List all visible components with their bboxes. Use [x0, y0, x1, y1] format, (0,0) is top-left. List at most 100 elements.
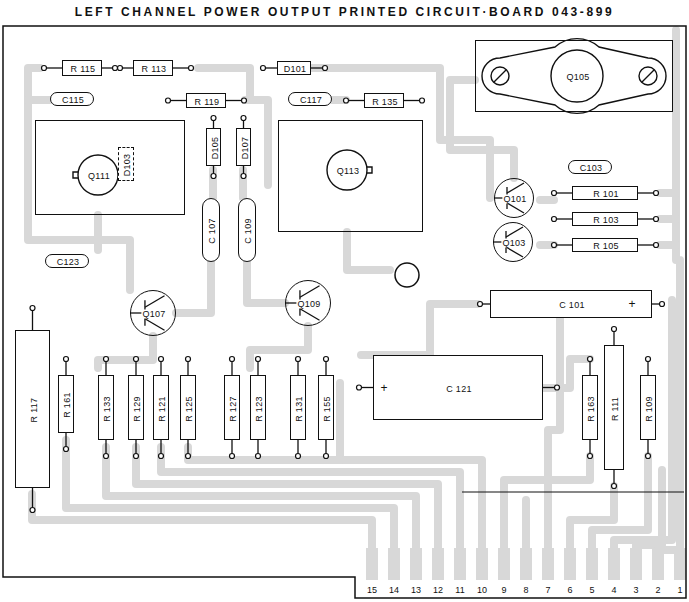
part-label: R 113	[141, 65, 168, 74]
component-body: C 121	[373, 355, 543, 420]
part-label: R 125	[185, 395, 194, 423]
solder-pad	[186, 357, 191, 362]
transistor-symbol	[145, 296, 165, 308]
component-body: R 101	[572, 186, 638, 200]
pin-number: 6	[566, 586, 573, 595]
capacitor-oval: C 107	[202, 198, 220, 262]
solder-pad	[324, 454, 329, 459]
board-outline	[3, 26, 686, 598]
component-body: R 125	[180, 375, 196, 440]
part-label: R 117	[29, 397, 38, 424]
part-label: R 109	[645, 395, 654, 423]
component-body: R 117	[15, 330, 50, 488]
solder-pad	[64, 357, 69, 362]
part-label: C123	[56, 258, 81, 267]
part-label: R 121	[158, 395, 167, 423]
solder-pad	[42, 66, 47, 71]
component-body: R 155	[318, 375, 334, 440]
transistor-symbol	[507, 203, 524, 213]
solder-pad	[230, 357, 235, 362]
solder-pad	[241, 174, 246, 179]
solder-pad	[296, 454, 301, 459]
solder-pad	[166, 98, 171, 103]
solder-pad	[357, 385, 362, 390]
solder-pad	[189, 66, 194, 71]
lead-wires	[33, 68, 663, 510]
pin-number: 1	[676, 586, 683, 595]
pin-number: 3	[632, 586, 639, 595]
pin-number: 7	[544, 586, 551, 595]
part-label: Q107	[141, 310, 166, 319]
heatsink-outline: Q113	[278, 120, 423, 232]
solder-pad	[552, 217, 557, 222]
part-label: C103	[579, 164, 604, 173]
pin-number: 12	[432, 586, 444, 595]
component-body: D101	[277, 61, 311, 75]
solder-pad	[134, 357, 139, 362]
part-label: D105	[210, 136, 219, 161]
solder-pad	[211, 174, 216, 179]
solder-pad	[30, 306, 35, 311]
part-label: D101	[283, 65, 308, 74]
transistor-outline: Q101	[494, 178, 534, 218]
component-body: R 163	[582, 375, 598, 440]
pin-number: 11	[454, 586, 465, 595]
component-body: R 131	[290, 375, 306, 440]
solder-pad	[588, 454, 593, 459]
part-label: C117	[299, 96, 323, 105]
board-title: LEFT CHANNEL POWER OUTPUT PRINTED CIRCUI…	[0, 6, 689, 18]
solder-pad	[256, 454, 261, 459]
lead-wire	[32, 308, 33, 330]
solder-pad	[654, 191, 659, 196]
solder-pad	[654, 217, 659, 222]
pin-number: 2	[654, 586, 661, 595]
solder-pad	[186, 454, 191, 459]
to3-case	[482, 39, 666, 114]
solder-pad	[241, 116, 246, 121]
part-label: Q109	[296, 300, 321, 309]
solder-pad	[612, 484, 617, 489]
solder-pad	[323, 66, 328, 71]
transistor-symbol	[506, 227, 523, 237]
transistor-symbol	[507, 183, 524, 193]
solder-pad	[113, 66, 118, 71]
solder-pad	[159, 454, 164, 459]
solder-pad	[552, 243, 557, 248]
capacitor-oval: C123	[45, 254, 89, 268]
transistor-symbol	[506, 247, 523, 257]
part-label: C 121	[445, 384, 473, 393]
pin-number: 8	[522, 586, 529, 595]
part-label: R 105	[592, 242, 620, 251]
part-label: R 155	[323, 395, 332, 423]
part-label: R 115	[70, 65, 97, 74]
solder-pad	[555, 385, 560, 390]
component-body: R 135	[364, 93, 404, 108]
component-body: R 129	[128, 375, 144, 440]
jumper-wire	[462, 491, 684, 492]
solder-pad	[159, 357, 164, 362]
part-label: R 101	[592, 190, 620, 199]
solder-pad	[588, 357, 593, 362]
component-body: R 161	[58, 375, 74, 433]
solder-pad	[646, 454, 651, 459]
component-body: R 133	[98, 375, 114, 440]
part-label: R 127	[229, 395, 238, 423]
part-label: Q105	[565, 73, 590, 82]
capacitor-oval: C103	[568, 160, 612, 174]
polarity-mark: +	[379, 382, 388, 394]
part-label: R 133	[103, 395, 112, 423]
solder-pad	[242, 98, 247, 103]
part-label: R 163	[587, 395, 596, 423]
diode-outline: D103	[118, 147, 134, 181]
component-body: R 103	[572, 212, 638, 226]
transistor-outline: Q103	[493, 222, 533, 262]
solder-pad	[30, 508, 35, 513]
part-label: C 101	[558, 301, 586, 310]
edge-connector-fingers	[366, 548, 686, 580]
capacitor-oval: C115	[50, 92, 94, 106]
component-body: R 115	[62, 60, 102, 76]
transistor-symbols	[130, 183, 524, 330]
solder-pad	[104, 357, 109, 362]
heatsink-outline: Q111D103	[35, 120, 185, 215]
component-body: D105	[206, 128, 221, 166]
